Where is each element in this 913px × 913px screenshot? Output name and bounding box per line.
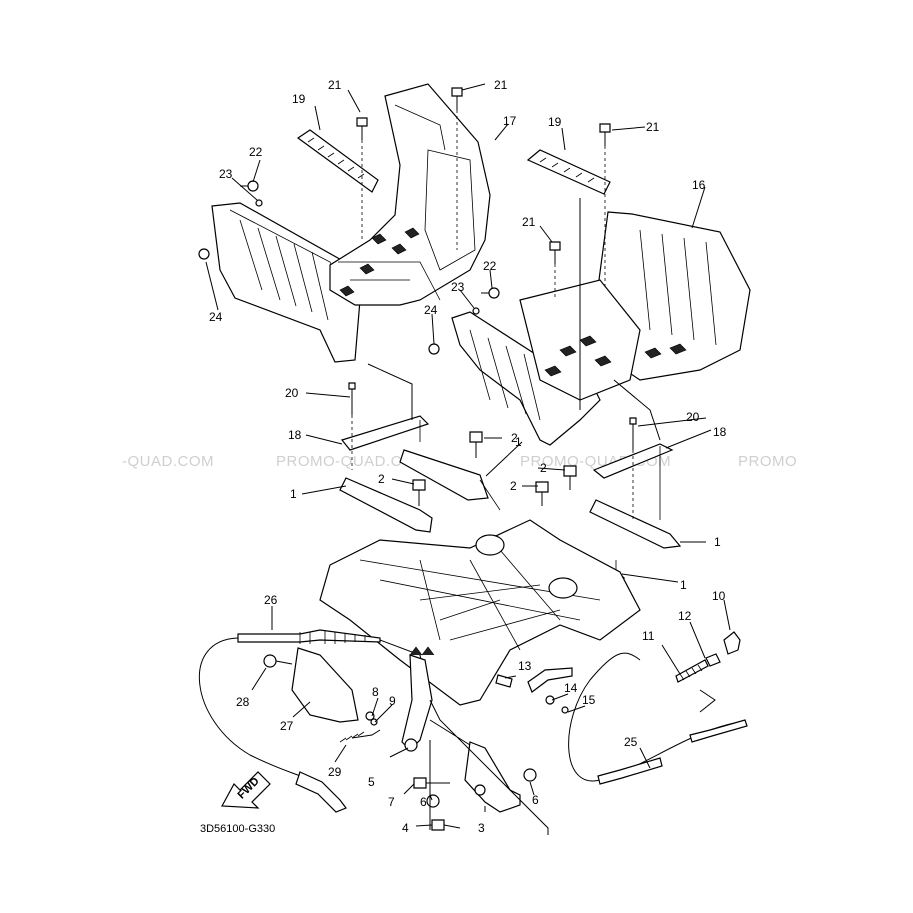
bolt-21-icon xyxy=(549,241,561,264)
callout-19: 19 xyxy=(548,115,562,129)
left-step-plate xyxy=(296,129,379,193)
callout-2: 2 xyxy=(540,461,547,475)
callout-19: 19 xyxy=(292,92,306,106)
callout-18: 18 xyxy=(288,428,302,442)
watermark-text: PROMO xyxy=(738,453,797,470)
callout-13: 13 xyxy=(518,659,532,673)
callout-25: 25 xyxy=(624,735,638,749)
bolt-21-icon xyxy=(451,87,463,110)
callout-7: 7 xyxy=(388,795,395,809)
callout-20: 20 xyxy=(285,386,299,400)
callout-6: 6 xyxy=(420,795,427,809)
brake-cable xyxy=(198,629,748,813)
callout-5: 5 xyxy=(368,775,375,789)
left-floorboard xyxy=(329,83,491,306)
callout-8: 8 xyxy=(372,685,379,699)
callout-22: 22 xyxy=(483,259,497,273)
callout-24: 24 xyxy=(424,303,438,317)
callout-15: 15 xyxy=(582,693,596,707)
callout-22: 22 xyxy=(249,145,263,159)
callout-2: 2 xyxy=(378,472,385,486)
callout-27: 27 xyxy=(280,719,294,733)
right-floorboard xyxy=(428,279,641,446)
bolt-22-icon xyxy=(481,287,500,299)
callout-24: 24 xyxy=(209,310,223,324)
diagram-code: 3D56100-G330 xyxy=(200,823,275,835)
callout-20: 20 xyxy=(686,410,700,424)
callout-2: 2 xyxy=(510,479,517,493)
right-step-plate xyxy=(526,149,611,195)
fwd-arrow-icon: FWD xyxy=(221,771,271,809)
callout-11: 11 xyxy=(642,629,655,643)
callout-21: 21 xyxy=(494,78,508,92)
left-footrest xyxy=(198,202,361,363)
callout-28: 28 xyxy=(236,695,250,709)
watermark-text: PROMO-QUAD.COM xyxy=(276,453,427,470)
callout-10: 10 xyxy=(712,589,726,603)
callout-1: 1 xyxy=(714,535,721,549)
callout-6: 6 xyxy=(532,793,539,807)
bolt-21-icon xyxy=(599,123,611,146)
callout-21: 21 xyxy=(646,120,660,134)
callout-26: 26 xyxy=(264,593,278,607)
watermark: -QUAD.COM PROMO-QUAD.COM PROMO-QUAD.COM … xyxy=(122,453,797,470)
bolt-22-icon xyxy=(240,180,259,192)
callout-1: 1 xyxy=(290,487,297,501)
callout-23: 23 xyxy=(219,167,233,181)
watermark-text: -QUAD.COM xyxy=(122,453,214,470)
leader-lines xyxy=(205,83,712,583)
callout-21: 21 xyxy=(328,78,342,92)
bolts xyxy=(240,87,637,506)
callout-16: 16 xyxy=(692,178,706,192)
callout-14: 14 xyxy=(564,681,578,695)
callout-4: 4 xyxy=(402,821,409,835)
callout-23: 23 xyxy=(451,280,465,294)
callout-3: 3 xyxy=(478,821,485,835)
callout-29: 29 xyxy=(328,765,342,779)
screw-20-icon xyxy=(348,382,356,415)
callout-17: 17 xyxy=(503,114,517,128)
pin-23-icon xyxy=(472,307,480,315)
bolt-2-icon xyxy=(535,481,549,506)
pedal-linkage xyxy=(251,599,731,835)
pin-23-icon xyxy=(255,199,263,207)
bolt-2-icon xyxy=(563,465,577,490)
callout-12: 12 xyxy=(678,609,692,623)
callout-2: 2 xyxy=(511,431,518,445)
screw-20-icon xyxy=(629,417,637,450)
callout-9: 9 xyxy=(389,694,396,708)
callout-18: 18 xyxy=(713,425,727,439)
callouts: 21 21 21 21 19 19 17 16 22 22 23 23 24 2… xyxy=(209,78,727,835)
callout-21: 21 xyxy=(522,215,536,229)
callout-1: 1 xyxy=(515,435,522,449)
callout-1: 1 xyxy=(680,578,687,592)
bolt-21-icon xyxy=(356,117,368,140)
bolt-2-icon xyxy=(412,479,426,506)
bolt-2-icon xyxy=(469,431,483,458)
